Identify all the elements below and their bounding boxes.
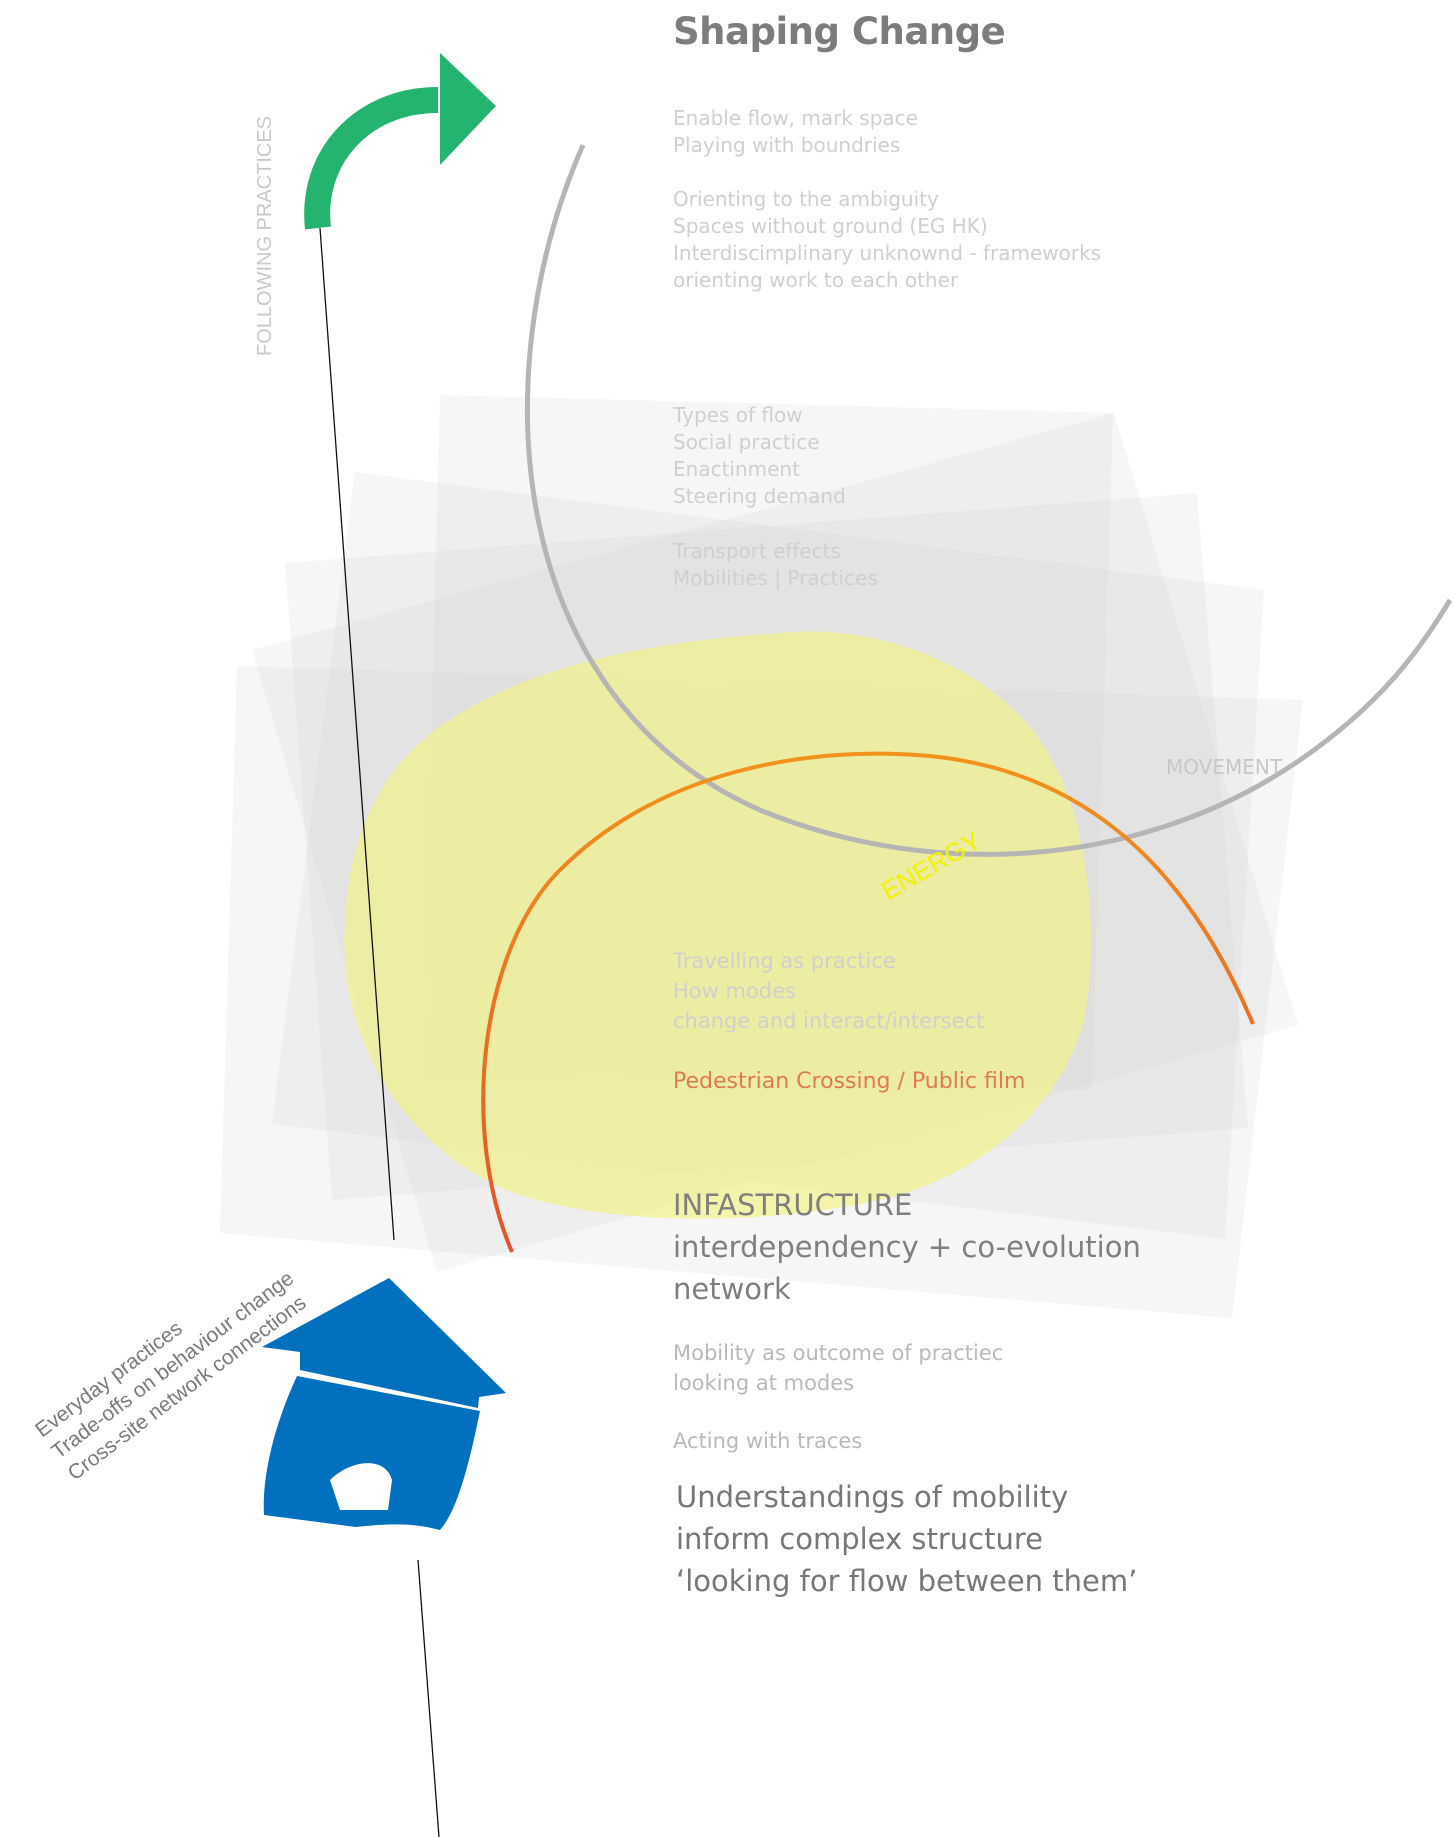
text-line: inform complex structure [676, 1522, 1043, 1556]
movement-label: MOVEMENT [1166, 755, 1283, 779]
infrastructure-heading: INFASTRUCTURE [673, 1188, 913, 1222]
text-line: Orienting to the ambiguity [673, 187, 939, 211]
infrastructure-block: INFASTRUCTURE interdependency + co-evolu… [673, 1184, 1141, 1310]
text-line: Mobility as outcome of practiec [673, 1341, 1004, 1365]
text-line: orienting work to each other [673, 268, 959, 292]
text-line: Enable flow, mark space [673, 106, 918, 130]
acting-with-traces-label: Acting with traces [673, 1429, 863, 1453]
house-icon [262, 1278, 506, 1530]
text-block-transport: Transport effects Mobilities | Practices [673, 538, 878, 592]
text-block-flow-space: Enable flow, mark space Playing with bou… [673, 105, 918, 159]
shaping-change-arrow-icon [304, 53, 496, 230]
understandings-block: Understandings of mobility inform comple… [676, 1476, 1137, 1602]
movement-arc [525, 143, 1453, 857]
text-line: How modes [673, 979, 796, 1003]
lower-practice-line [417, 1559, 440, 1837]
text-line: Enactinment [673, 457, 800, 481]
text-block-mobility: Mobility as outcome of practiec looking … [673, 1338, 1003, 1398]
text-line: Interdiscimplinary unknownd - frameworks [673, 241, 1102, 265]
text-block-travelling: Travelling as practice How modes change … [673, 946, 984, 1036]
pedestrian-crossing-label: Pedestrian Crossing / Public film [673, 1069, 1026, 1094]
text-line: Mobilities | Practices [673, 566, 878, 590]
energy-arc [481, 751, 1255, 1253]
text-line: looking at modes [673, 1371, 855, 1395]
diagram-title: Shaping Change [673, 10, 1006, 53]
text-line: Transport effects [673, 539, 841, 563]
text-block-orienting: Orienting to the ambiguity Spaces withou… [673, 186, 1101, 294]
following-practices-label: FOLLOWING PRACTICES [254, 115, 276, 356]
text-line: network [673, 1272, 791, 1306]
text-line: ‘looking for flow between them’ [676, 1564, 1138, 1598]
text-line: Understandings of mobility [676, 1480, 1069, 1514]
text-line: Types of flow [673, 403, 803, 427]
text-line: Travelling as practice [673, 949, 896, 973]
text-line: Playing with boundries [673, 133, 901, 157]
text-line: Social practice [673, 430, 820, 454]
text-block-types-of-flow: Types of flow Social practice Enactinmen… [673, 402, 846, 510]
following-practices-line [319, 227, 395, 1241]
text-line: Steering demand [673, 484, 846, 508]
text-line: Spaces without ground (EG HK) [673, 214, 988, 238]
energy-blob [344, 631, 1091, 1219]
text-line: interdependency + co-evolution [673, 1230, 1141, 1264]
text-line: change and interact/intersect [673, 1009, 985, 1033]
